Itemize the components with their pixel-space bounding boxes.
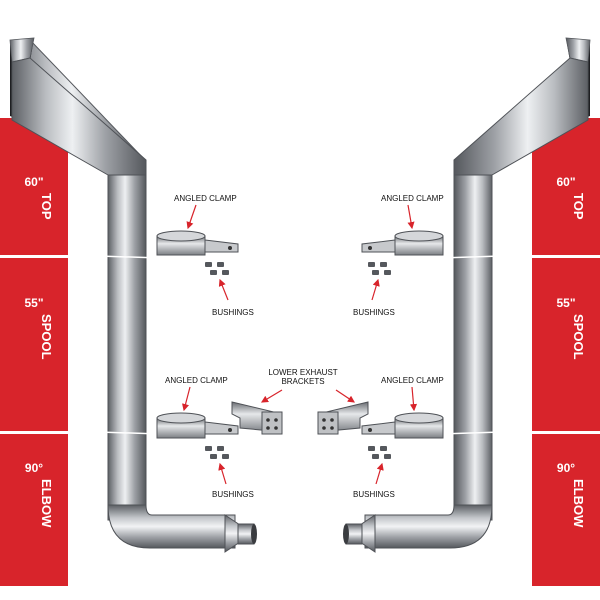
bushings-label-right-upper: BUSHINGS (353, 308, 395, 317)
lower-exhaust-brackets-label: LOWER EXHAUST BRACKETS (268, 368, 338, 386)
right-elbow-name: ELBOW (571, 479, 586, 528)
lower-exhaust-bracket-left (231, 401, 283, 435)
angled-clamp-label-left-lower: ANGLED CLAMP (165, 376, 228, 385)
right-spool-band (532, 258, 600, 431)
bushings-label-left-lower: BUSHINGS (212, 490, 254, 499)
angled-clamp-label-left-upper: ANGLED CLAMP (174, 194, 237, 203)
left-spool-band (0, 258, 68, 431)
right-elbow-length: 90° (556, 461, 576, 475)
angled-clamp-left-upper (156, 230, 239, 256)
bushings-left-upper (205, 262, 229, 275)
bushings-right-lower (368, 446, 391, 459)
right-elbow-band (532, 434, 600, 586)
angled-clamp-right-upper (361, 230, 444, 256)
bushings-label-left-upper: BUSHINGS (212, 308, 254, 317)
angled-clamp-label-right-lower: ANGLED CLAMP (381, 376, 444, 385)
bushings-left-lower (205, 446, 229, 459)
left-elbow-length: 90° (24, 461, 44, 475)
left-elbow-band (0, 434, 68, 586)
angled-clamp-left-lower (156, 412, 239, 439)
bushings-label-right-lower: BUSHINGS (353, 490, 395, 499)
right-spool-name: SPOOL (571, 314, 586, 360)
right-top-length: 60" (556, 175, 576, 189)
left-top-length: 60" (24, 175, 44, 189)
angled-clamp-right-lower (361, 412, 444, 439)
lower-exhaust-bracket-right (317, 401, 369, 435)
right-spool-length: 55" (556, 296, 576, 310)
angled-clamp-label-right-upper: ANGLED CLAMP (381, 194, 444, 203)
right-exhaust-stack (343, 37, 591, 553)
left-spool-length: 55" (24, 296, 44, 310)
left-spool-name: SPOOL (39, 314, 54, 360)
left-elbow-name: ELBOW (39, 479, 54, 528)
callout-arrows (182, 204, 418, 485)
left-exhaust-stack (9, 37, 257, 553)
left-top-name: TOP (39, 193, 54, 220)
right-top-name: TOP (571, 193, 586, 220)
bushings-right-upper (368, 262, 391, 275)
